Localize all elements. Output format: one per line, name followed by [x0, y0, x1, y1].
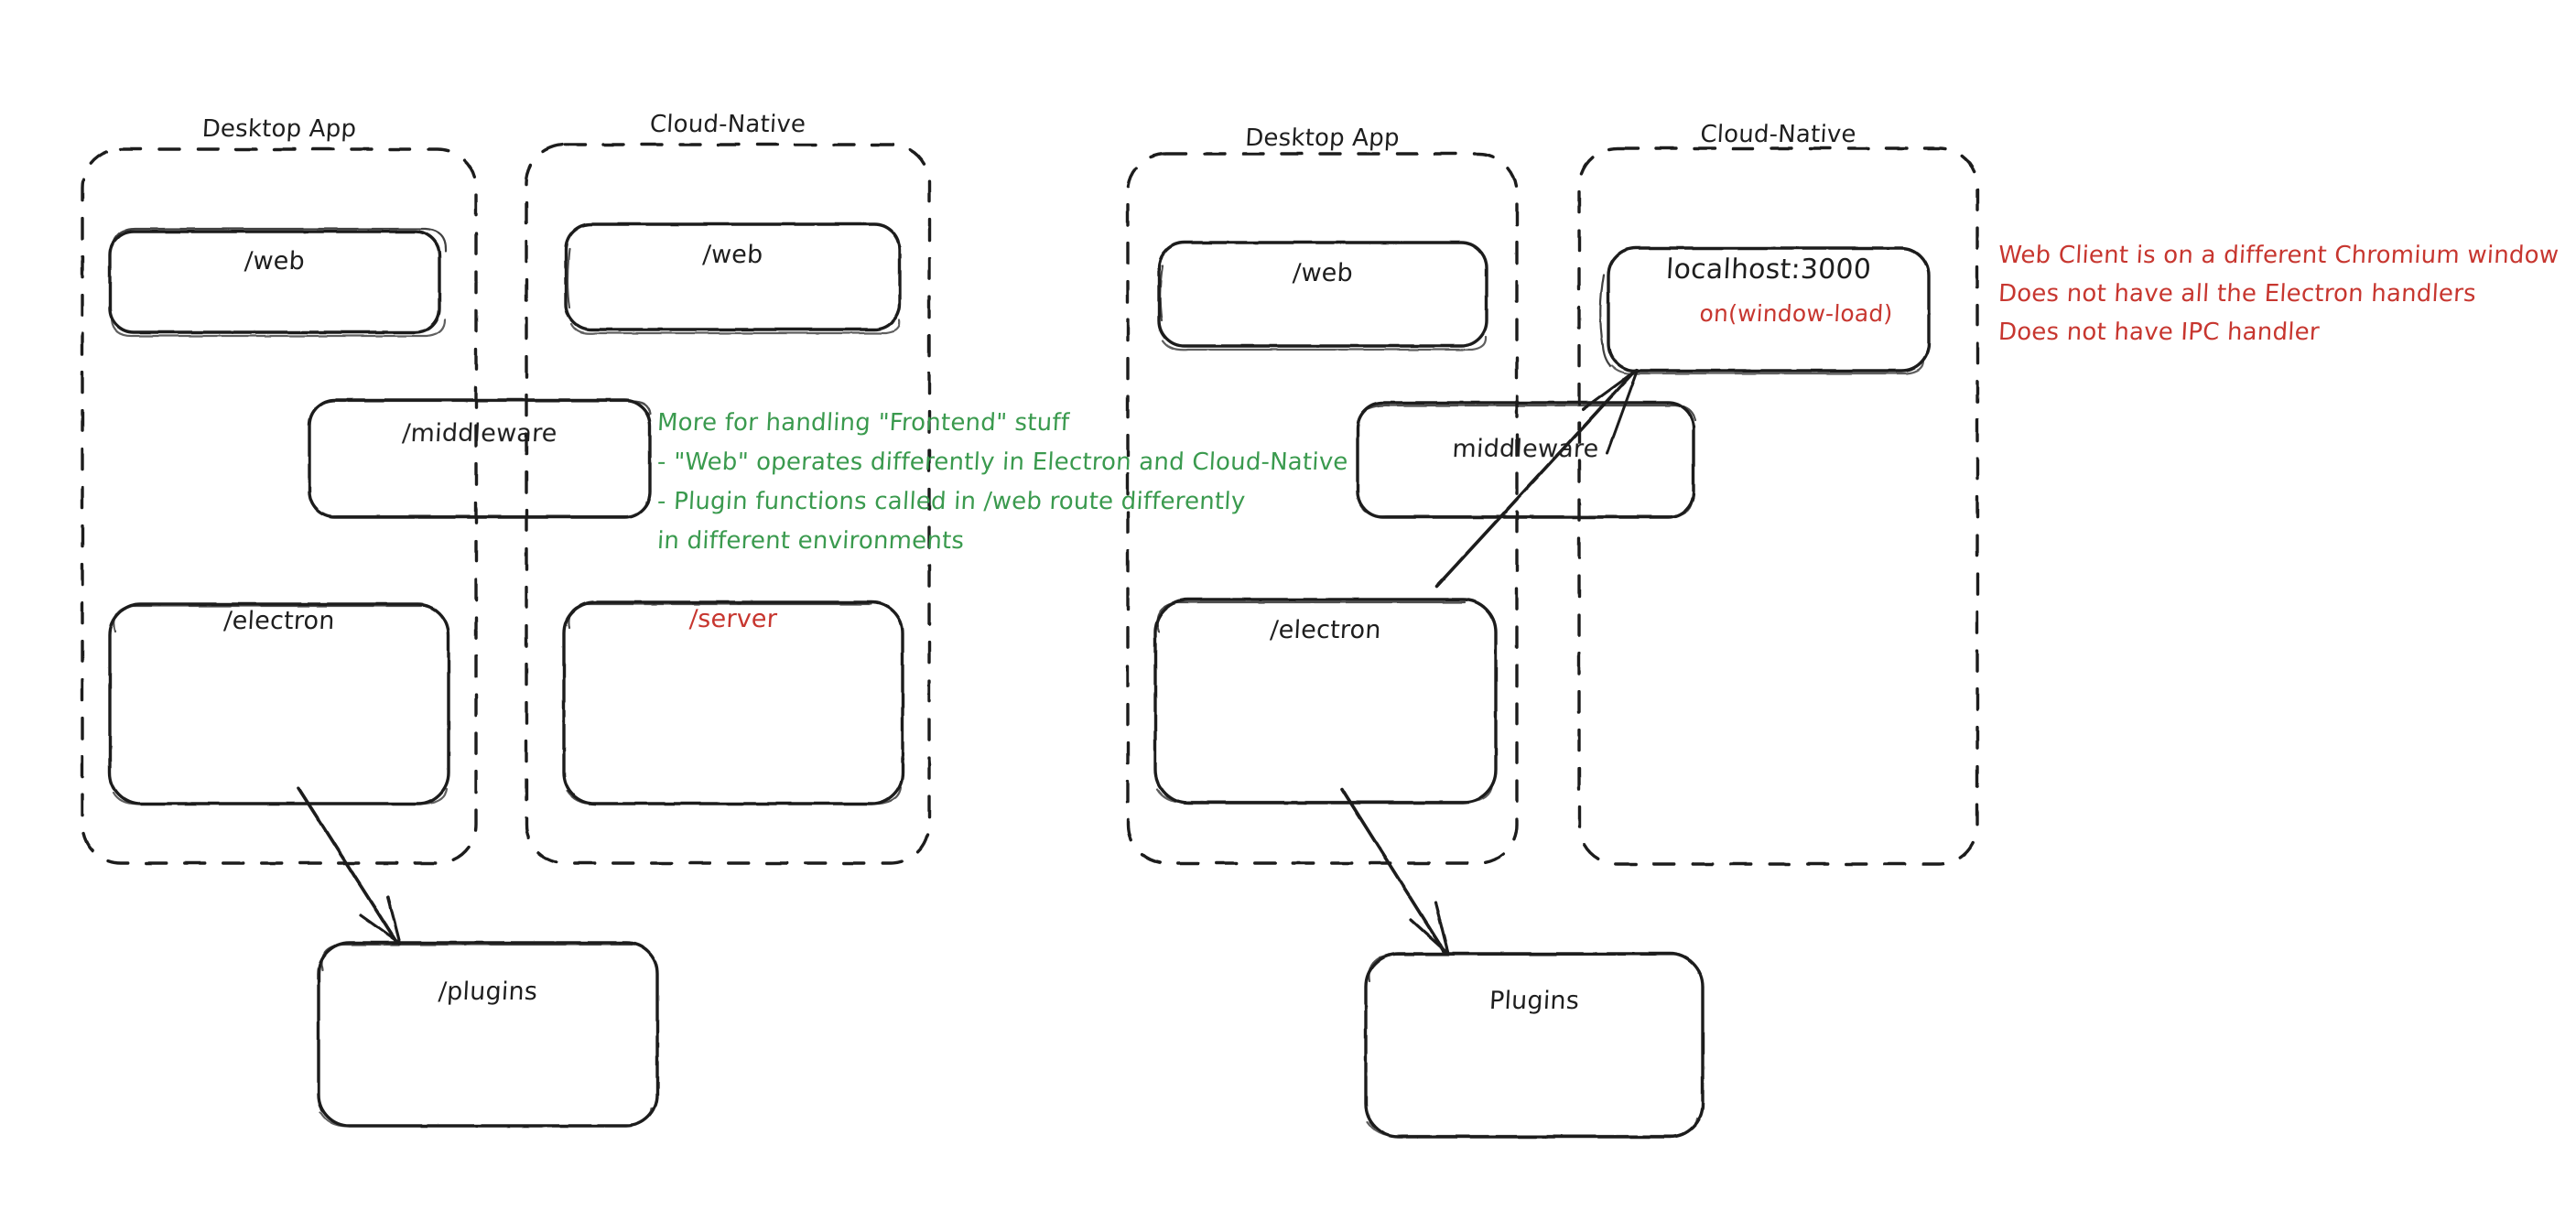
left-electron-label: /electron — [222, 607, 336, 635]
left-middleware-label: /middleware — [401, 419, 558, 448]
right-desktop-web-label: /web — [1292, 259, 1354, 287]
red-note-block: Web Client is on a different Chromium wi… — [1997, 239, 2560, 346]
right-cloud-native-title: Cloud-Native — [1699, 121, 1857, 148]
right-desktop-app-title: Desktop App — [1244, 124, 1401, 152]
left-electron-to-plugins-arrow — [297, 786, 402, 946]
right-electron-label: /electron — [1269, 616, 1382, 644]
left-middleware-box — [308, 398, 652, 519]
left-desktop-app-title: Desktop App — [200, 115, 358, 143]
left-cloud-native-container — [525, 143, 931, 865]
right-localhost-box — [1599, 246, 1931, 375]
left-electron-box — [108, 602, 450, 805]
left-plugins-box — [317, 941, 659, 1128]
left-server-label: /server — [688, 605, 778, 633]
green-note-line-1: More for handling "Frontend" stuff — [656, 409, 1070, 437]
left-cloud-web-label: /web — [701, 241, 764, 269]
left-desktop-web-box — [108, 227, 448, 338]
left-cloud-web-box — [564, 222, 902, 335]
right-desktop-web-box — [1157, 241, 1488, 351]
red-note-line-2: Does not have all the Electron handlers — [1997, 279, 2477, 308]
left-server-box — [562, 600, 904, 805]
left-desktop-app-container — [81, 147, 478, 865]
green-note-line-4: in different environments — [656, 526, 965, 555]
left-plugins-label: /plugins — [438, 978, 538, 1006]
right-plugins-box — [1364, 952, 1705, 1139]
red-note-line-3: Does not have IPC handler — [1997, 318, 2321, 346]
right-middleware-label: middleware — [1451, 435, 1600, 463]
right-plugins-label: Plugins — [1488, 987, 1580, 1015]
red-note-line-1: Web Client is on a different Chromium wi… — [1997, 242, 2560, 269]
right-cloud-native-container — [1577, 146, 1979, 866]
left-desktop-web-label: /web — [244, 247, 306, 276]
right-middleware-box — [1356, 401, 1697, 519]
green-note-block: More for handling "Frontend" stuff - "We… — [656, 406, 1349, 555]
left-cloud-native-title: Cloud-Native — [649, 111, 806, 138]
right-electron-box — [1153, 598, 1498, 805]
right-localhost-label: localhost:3000 — [1665, 254, 1872, 286]
green-note-line-3: - Plugin functions called in /web route … — [656, 487, 1247, 515]
right-localhost-sublabel: on(window-load) — [1698, 300, 1894, 327]
right-electron-to-plugins-arrow — [1340, 787, 1450, 956]
right-electron-to-localhost-arrow — [1434, 368, 1640, 589]
green-note-line-2: - "Web" operates differently in Electron… — [656, 448, 1349, 476]
right-desktop-app-container — [1126, 152, 1519, 865]
